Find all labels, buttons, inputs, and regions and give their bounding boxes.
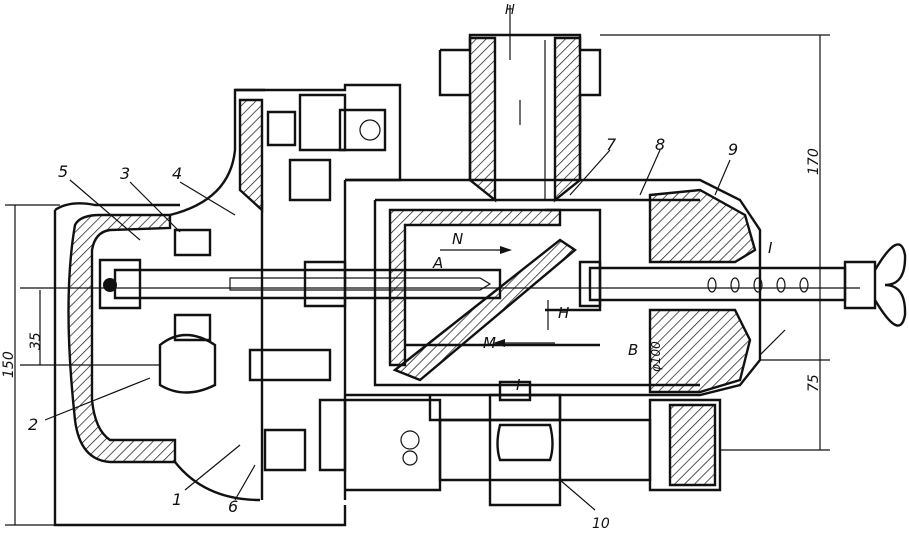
flow-label-a: A — [432, 254, 443, 272]
part-label-3: 3 — [120, 164, 130, 183]
part-label-7: 7 — [606, 135, 617, 154]
part-label-1: 1 — [172, 490, 182, 509]
inlet-pipe — [438, 5, 602, 203]
part-label-6: 6 — [228, 497, 238, 516]
left-cover — [53, 88, 347, 527]
part-labels: 5 3 4 2 1 6 7 8 9 10 — [28, 135, 738, 532]
dim-left-height: 150 — [1, 351, 17, 378]
dim-left-offset: 35 — [28, 332, 44, 350]
upper-housing — [235, 83, 402, 213]
part-label-2: 2 — [28, 415, 38, 434]
screw-holes — [707, 277, 809, 293]
flow-arrows — [440, 246, 555, 347]
leader-lines — [44, 149, 731, 511]
section-mark-lower: I — [516, 376, 521, 394]
section-mark-upper: I — [768, 239, 773, 257]
part-label-8: 8 — [655, 135, 665, 154]
stem — [20, 258, 860, 310]
adjusting-screw — [578, 243, 907, 327]
flow-labels: A B H M N H I I — [432, 3, 773, 394]
part-label-5: 5 — [58, 162, 68, 181]
dim-bore-diameter: φ100 — [649, 341, 663, 372]
part-label-10: 10 — [592, 516, 610, 532]
dimension-labels: 150 35 170 75 φ100 — [1, 148, 822, 392]
flow-label-n: N — [452, 230, 463, 248]
dim-right-height: 170 — [806, 148, 822, 175]
gland-parts — [158, 180, 347, 500]
top-mark: H — [505, 3, 515, 18]
lower-cartridge — [263, 380, 722, 507]
flow-label-m: M — [483, 334, 496, 352]
flow-label-h: H — [558, 304, 569, 322]
flow-label-b: B — [628, 341, 638, 359]
part-label-9: 9 — [728, 140, 738, 159]
part-label-4: 4 — [172, 164, 182, 183]
dim-right-lower: 75 — [806, 374, 822, 392]
dimension-lines — [5, 34, 830, 526]
